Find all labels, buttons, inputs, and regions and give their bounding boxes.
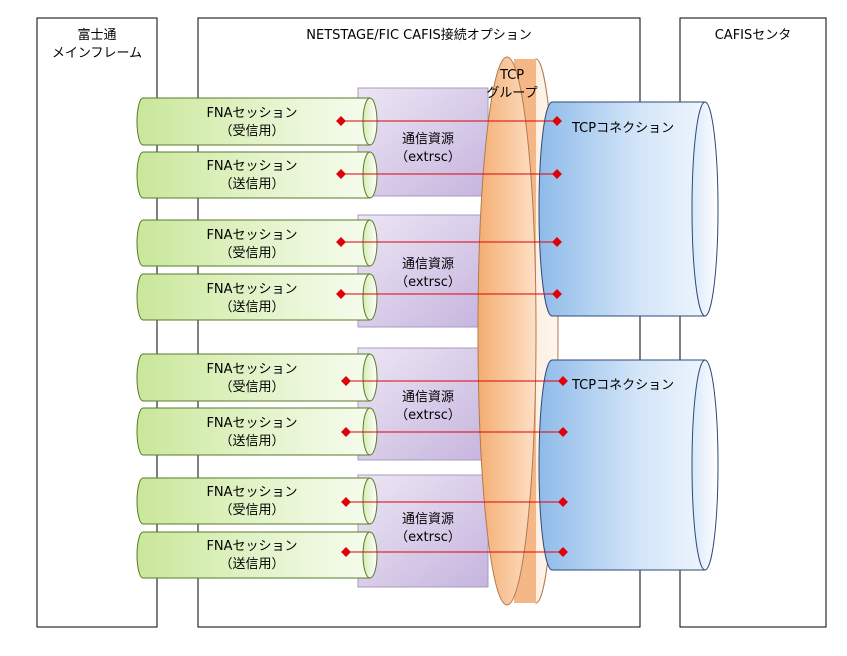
link-start-dot	[336, 116, 346, 126]
link-end-dot	[552, 289, 562, 299]
session-label-line2: （受信用）	[219, 246, 284, 261]
resource-label-line2: （extrsc）	[395, 275, 461, 290]
connection-end	[691, 359, 719, 571]
session-label-line2: （送信用）	[219, 177, 284, 192]
session-body	[136, 477, 371, 525]
session-label-line2: （送信用）	[219, 434, 284, 449]
session-body	[136, 531, 371, 579]
session-label-line1: FNAセッション	[206, 362, 297, 377]
link-start-dot	[341, 427, 351, 437]
session-body	[136, 407, 371, 456]
connection-body	[538, 101, 706, 317]
link-start-dot	[341, 547, 351, 557]
session-label-line2: （送信用）	[219, 300, 284, 315]
session-label-line1: FNAセッション	[206, 282, 297, 297]
session-label-line1: FNAセッション	[206, 539, 297, 554]
session-end	[362, 353, 378, 402]
resource-box	[357, 474, 489, 588]
link-start-dot	[336, 169, 346, 179]
connection-label: TCPコネクション	[571, 378, 674, 393]
resource-box	[357, 87, 489, 197]
link-end-dot	[558, 547, 568, 557]
session-8: FNAセッション （送信用）	[136, 531, 378, 579]
session-label-line1: FNAセッション	[206, 485, 297, 500]
link-end-dot	[558, 497, 568, 507]
session-label-line2: （受信用）	[219, 124, 284, 139]
netstage-title: NETSTAGE/FIC CAFIS接続オプション	[306, 27, 531, 43]
session-body	[136, 97, 371, 146]
session-6: FNAセッション （送信用）	[136, 407, 378, 456]
session-7: FNAセッション （受信用）	[136, 477, 378, 525]
session-end	[362, 151, 378, 199]
resource-group-4: 通信資源 （extrsc）	[357, 474, 489, 588]
session-2: FNAセッション （送信用）	[136, 151, 378, 199]
session-end	[362, 219, 378, 267]
session-body	[136, 353, 371, 402]
resource-box	[357, 214, 489, 328]
connection-label: TCPコネクション	[571, 121, 674, 136]
session-end	[362, 531, 378, 579]
session-end	[362, 273, 378, 321]
session-body	[136, 151, 371, 199]
session-label-line1: FNAセッション	[206, 159, 297, 174]
tcp-group-front	[477, 56, 537, 606]
link-end-dot	[552, 169, 562, 179]
session-label-line1: FNAセッション	[206, 228, 297, 243]
tcp-group-label-line1: TCP	[499, 68, 524, 83]
link-end-dot	[552, 237, 562, 247]
mainframe-title-line2: メインフレーム	[52, 46, 142, 61]
link-end-dot	[558, 376, 568, 386]
connection-end	[691, 101, 719, 317]
mainframe-title-line1: 富士通	[77, 27, 116, 43]
resource-label-line2: （extrsc）	[395, 150, 461, 165]
session-4: FNAセッション （送信用）	[136, 273, 378, 321]
session-3: FNAセッション （受信用）	[136, 219, 378, 267]
session-label-line1: FNAセッション	[206, 416, 297, 431]
resource-label-line2: （extrsc）	[395, 530, 461, 545]
resource-group-1: 通信資源 （extrsc）	[357, 87, 489, 197]
link-start-dot	[336, 289, 346, 299]
session-end	[362, 477, 378, 525]
session-body	[136, 273, 371, 321]
session-label-line1: FNAセッション	[206, 106, 297, 121]
cafis-title: CAFISセンタ	[715, 28, 792, 43]
session-5: FNAセッション （受信用）	[136, 353, 378, 402]
resource-label-line1: 通信資源	[402, 390, 454, 405]
resource-group-2: 通信資源 （extrsc）	[357, 214, 489, 328]
resource-label-line1: 通信資源	[402, 132, 454, 147]
tcp-connection-1: TCPコネクション	[538, 101, 719, 317]
tcp-connection-2: TCPコネクション	[538, 359, 719, 571]
link-start-dot	[336, 237, 346, 247]
session-label-line2: （受信用）	[219, 503, 284, 518]
link-start-dot	[341, 497, 351, 507]
resource-label-line1: 通信資源	[402, 512, 454, 527]
tcp-group-label-line2: グループ	[486, 86, 537, 101]
link-end-dot	[552, 116, 562, 126]
session-label-line2: （受信用）	[219, 380, 284, 395]
session-label-line2: （送信用）	[219, 557, 284, 572]
session-body	[136, 219, 371, 267]
resource-label-line2: （extrsc）	[395, 408, 461, 423]
session-links	[336, 116, 568, 557]
link-start-dot	[341, 376, 351, 386]
connection-body	[538, 359, 706, 571]
link-end-dot	[558, 427, 568, 437]
resource-group-3: 通信資源 （extrsc）	[357, 347, 489, 461]
resource-label-line1: 通信資源	[402, 257, 454, 272]
resource-box	[357, 347, 489, 461]
